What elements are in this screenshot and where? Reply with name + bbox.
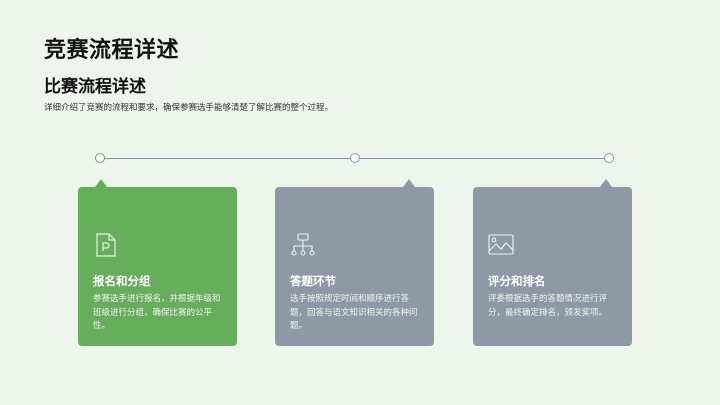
step-card-registration: 报名和分组 参赛选手进行报名，并根据年级和班级进行分组，确保比赛的公平性。 — [78, 179, 237, 346]
step-title: 答题环节 — [290, 274, 336, 288]
step-text: 参赛选手进行报名，并根据年级和班级进行分组，确保比赛的公平性。 — [93, 294, 221, 331]
timeline-node-2 — [350, 153, 360, 163]
image-icon — [488, 232, 514, 258]
page-title: 竞赛流程详述 — [44, 38, 180, 63]
step-text: 评委根据选手的答题情况进行评分，最终确定排名，颁发奖项。 — [488, 294, 608, 318]
timeline-node-1 — [95, 153, 105, 163]
section-subtitle: 比赛流程详述 — [44, 77, 146, 97]
timeline-node-3 — [604, 153, 614, 163]
card-pointer — [600, 179, 612, 187]
document-p-icon — [93, 232, 119, 258]
section-description: 详细介绍了竞赛的流程和要求，确保参赛选手能够清楚了解比赛的整个过程。 — [44, 103, 334, 113]
hierarchy-icon — [290, 232, 316, 258]
step-text: 选手按照规定时间和顺序进行答题，回答与语文知识相关的各种问题。 — [290, 294, 418, 331]
step-title: 评分和排名 — [488, 274, 546, 288]
card-pointer — [95, 179, 107, 187]
card-pointer — [403, 179, 415, 187]
step-card-answering: 答题环节 选手按照规定时间和顺序进行答题，回答与语文知识相关的各种问题。 — [275, 179, 434, 346]
step-card-scoring: 评分和排名 评委根据选手的答题情况进行评分，最终确定排名，颁发奖项。 — [473, 179, 632, 346]
step-title: 报名和分组 — [93, 274, 151, 288]
